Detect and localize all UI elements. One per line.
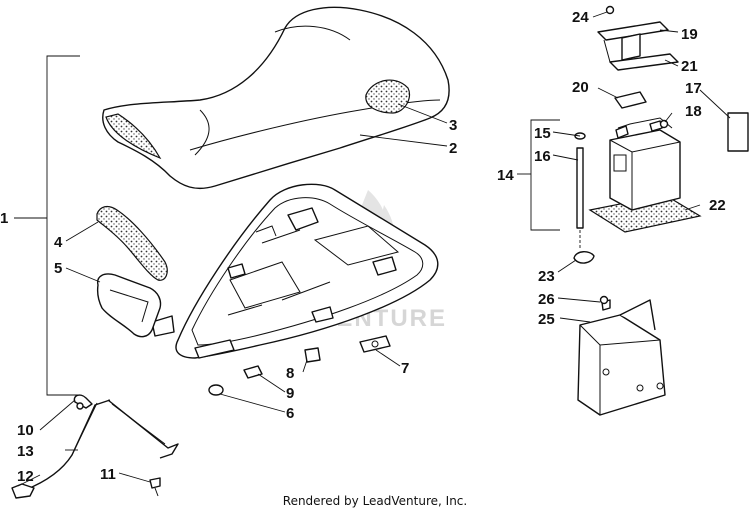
callout-10: 10 — [17, 422, 34, 439]
callout-4: 4 — [54, 234, 63, 251]
seat-base — [151, 183, 439, 359]
callout-13: 13 — [17, 443, 34, 460]
prop-rod — [11, 394, 179, 499]
callout-22: 22 — [709, 197, 726, 214]
hold-down-bracket — [597, 21, 679, 109]
seat-cover — [102, 6, 450, 190]
callout-9: 9 — [286, 385, 294, 402]
callout-2: 2 — [449, 140, 457, 157]
callout-1: 1 — [0, 210, 8, 227]
leader-lines — [17, 11, 731, 487]
callout-24: 24 — [572, 9, 589, 26]
callout-6: 6 — [286, 405, 294, 422]
callout-20: 20 — [572, 79, 589, 96]
callout-26: 26 — [538, 291, 555, 308]
small-parts — [208, 335, 391, 396]
callout-12: 12 — [17, 468, 34, 485]
callout-23: 23 — [538, 268, 555, 285]
callout-11: 11 — [100, 466, 116, 483]
callout-21: 21 — [681, 58, 698, 75]
bracket-1 — [14, 55, 80, 396]
callout-labels: 1 2 3 4 5 6 7 8 9 10 11 12 13 14 15 16 1… — [0, 9, 726, 485]
fasteners — [76, 5, 669, 410]
callout-19: 19 — [681, 26, 698, 43]
grab-handle — [96, 273, 162, 338]
callout-18: 18 — [685, 103, 702, 120]
vent-tube — [573, 132, 595, 264]
battery-box — [577, 299, 666, 416]
bracket-14 — [517, 119, 560, 231]
callout-17: 17 — [685, 80, 702, 97]
callout-15: 15 — [534, 125, 551, 142]
footer-credit: Rendered by LeadVenture, Inc. — [282, 494, 468, 508]
callout-8: 8 — [286, 365, 294, 382]
callout-25: 25 — [538, 311, 555, 328]
foam-pad — [96, 205, 168, 281]
callout-3: 3 — [449, 117, 457, 134]
callout-16: 16 — [534, 148, 551, 165]
callout-7: 7 — [401, 360, 409, 377]
callout-5: 5 — [54, 260, 62, 277]
battery — [588, 112, 749, 233]
callout-14: 14 — [497, 167, 514, 184]
